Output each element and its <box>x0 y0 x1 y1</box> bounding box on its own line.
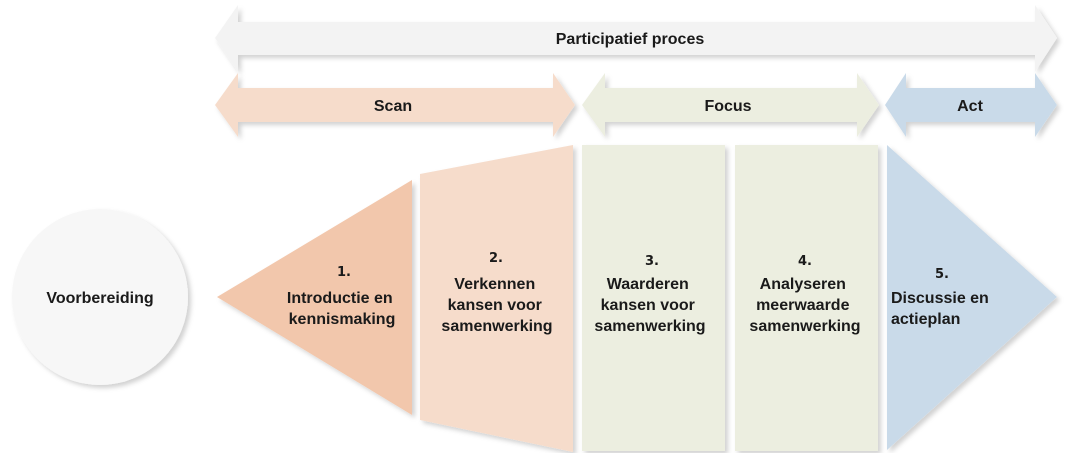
step-4-line-1: Analyseren <box>760 276 846 293</box>
step-1-number: 1. <box>337 265 351 280</box>
step-3-line-1: Waarderen <box>607 276 689 293</box>
voorbereiding-label: Voorbereiding <box>46 290 153 307</box>
step-3-line-3: samenwerking <box>594 318 705 335</box>
step-5-line-2: actieplan <box>891 311 960 328</box>
phase-focus-arrow: Focus <box>582 73 879 137</box>
step-3-shape: 3. Waarderen kansen voor samenwerking <box>582 145 725 451</box>
step-5-label: Discussie en actieplan <box>891 290 993 328</box>
step-2-line-1: Verkennen <box>454 276 535 293</box>
phase-act-label: Act <box>957 98 983 115</box>
step-1-shape: 1. Introductie en kennismaking <box>217 180 412 415</box>
step-2-shape: 2. Verkennen kansen voor samenwerking <box>420 145 573 452</box>
step-2-line-2: kansen voor <box>448 297 542 314</box>
step-4-line-3: samenwerking <box>749 318 860 335</box>
step-3-number: 3. <box>645 254 659 269</box>
step-2-number: 2. <box>489 251 503 266</box>
step-1-line-1: Introductie en <box>287 290 393 307</box>
step-5-shape: 5. Discussie en actieplan <box>887 145 1057 450</box>
step-4-label: Analyseren meerwaarde samenwerking <box>749 276 860 335</box>
participatief-proces-label: Participatief proces <box>556 31 705 48</box>
phase-focus-label: Focus <box>704 98 751 115</box>
step-1-line-2: kennismaking <box>289 311 396 328</box>
voorbereiding-circle: Voorbereiding <box>12 209 188 385</box>
step-1-label: Introductie en kennismaking <box>287 290 397 328</box>
step-3-label: Waarderen kansen voor samenwerking <box>594 276 705 335</box>
step-4-number: 4. <box>798 254 812 269</box>
step-3-line-2: kansen voor <box>601 297 695 314</box>
step-2-label: Verkennen kansen voor samenwerking <box>441 276 552 335</box>
step-5-line-1: Discussie en <box>891 290 989 307</box>
phase-scan-arrow: Scan <box>215 73 575 137</box>
phase-act-arrow: Act <box>885 73 1057 137</box>
step-5-number: 5. <box>935 267 949 282</box>
step-4-line-2: meerwaarde <box>756 297 849 314</box>
step-4-shape: 4. Analyseren meerwaarde samenwerking <box>735 145 878 451</box>
phase-scan-label: Scan <box>374 98 412 115</box>
participatief-proces-arrow: Participatief proces <box>215 5 1057 72</box>
step-2-line-3: samenwerking <box>441 318 552 335</box>
